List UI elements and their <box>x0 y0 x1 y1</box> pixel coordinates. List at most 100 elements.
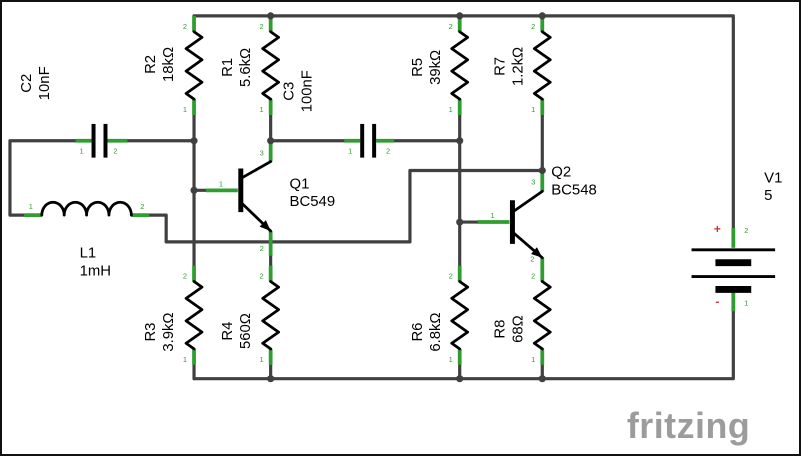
r7-zigzag <box>532 30 552 101</box>
junction-dot <box>538 166 546 175</box>
l1-pin1-number: 1 <box>29 202 33 211</box>
r4-designator: R4 <box>220 322 236 341</box>
v1-minus-sign: - <box>715 294 719 308</box>
q2-pin-collector-number: 3 <box>531 177 535 186</box>
l1-pin2-number: 2 <box>140 202 144 211</box>
capacitor-c2[interactable]: C2 10nF 1 2 <box>19 66 128 158</box>
inductor-l1[interactable]: L1 1mH 1 2 <box>23 200 150 280</box>
v1-value: 5 <box>764 188 772 204</box>
q1-pin-base-number: 1 <box>219 179 223 188</box>
r5-designator: R5 <box>410 58 426 77</box>
r5-pin-bottom-number: 1 <box>449 105 453 114</box>
battery-v1[interactable]: V1 5 + - 2 1 <box>691 170 783 312</box>
resistor-r1[interactable]: R1 5.6kΩ 2 1 <box>220 15 281 115</box>
q1-designator: Q1 <box>290 176 310 192</box>
resistor-r5[interactable]: R5 39kΩ 2 1 <box>410 15 470 115</box>
r1-pin-bottom-number: 1 <box>260 105 264 114</box>
junction-dot <box>190 186 198 194</box>
r3-zigzag <box>184 280 204 351</box>
junction-dot <box>456 137 464 145</box>
r5-value: 39kΩ <box>428 50 444 85</box>
q2-designator: Q2 <box>551 164 571 180</box>
wires <box>8 14 735 381</box>
q1-value: BC549 <box>290 194 336 210</box>
c3-pin2-number: 2 <box>386 147 390 156</box>
wire-top-rail[interactable] <box>192 14 735 230</box>
transistor-q1[interactable]: Q1 BC549 1 3 2 <box>205 140 336 256</box>
junction-dot <box>267 375 275 383</box>
resistor-r7[interactable]: R7 1.2kΩ 2 1 <box>492 15 552 115</box>
junction-dot <box>190 137 198 145</box>
r5-zigzag <box>450 30 470 101</box>
resistor-r2[interactable]: R2 18kΩ 2 1 <box>143 15 204 115</box>
r6-pin-top-number: 2 <box>449 272 453 281</box>
r6-pin-bottom-number: 1 <box>449 355 453 364</box>
r8-pin-top-number: 2 <box>531 272 535 281</box>
r7-designator: R7 <box>492 57 508 76</box>
r8-value: 68Ω <box>510 315 526 343</box>
q1-pin-emitter-number: 2 <box>260 244 264 253</box>
resistor-r8[interactable]: R8 68Ω 2 1 <box>492 257 552 365</box>
q2-value: BC548 <box>551 182 597 198</box>
r2-value: 18kΩ <box>161 47 177 82</box>
c2-value: 10nF <box>37 66 53 100</box>
r7-value: 1.2kΩ <box>510 47 526 86</box>
r4-pin-bottom-number: 1 <box>260 355 264 364</box>
resistor-r4[interactable]: R4 560Ω 2 1 <box>220 265 281 365</box>
junction-dots <box>190 12 546 383</box>
junction-dot <box>538 12 546 20</box>
v1-plus-sign: + <box>714 222 721 236</box>
r8-zigzag <box>532 280 552 351</box>
c2-pin2-number: 2 <box>113 147 117 156</box>
r3-pin-top-number: 2 <box>183 272 187 281</box>
r2-pin-top-number: 2 <box>183 22 187 31</box>
c2-pin1-number: 1 <box>80 147 84 156</box>
r2-designator: R2 <box>143 55 159 74</box>
r8-pin-bottom-number: 1 <box>531 355 535 364</box>
transistor-q2[interactable]: Q2 BC548 1 3 2 <box>477 164 597 264</box>
resistor-r3[interactable]: R3 3.9kΩ 2 1 <box>143 265 204 365</box>
junction-dot <box>267 137 275 145</box>
r1-value: 5.6kΩ <box>238 48 254 87</box>
r3-pin-bottom-number: 1 <box>183 355 187 364</box>
wire-bottom-rail[interactable] <box>192 309 735 381</box>
c3-value: 100nF <box>299 70 315 112</box>
v1-pin-neg-number: 1 <box>744 298 748 307</box>
r1-designator: R1 <box>220 58 236 77</box>
v1-pin-pos-number: 2 <box>744 226 748 235</box>
r1-pin-top-number: 2 <box>260 22 264 31</box>
r2-zigzag <box>184 30 204 101</box>
r4-value: 560Ω <box>238 313 254 349</box>
l1-value: 1mH <box>80 264 111 280</box>
junction-dot <box>267 12 275 20</box>
q1-collector-lead <box>239 160 273 180</box>
l1-designator: L1 <box>80 246 97 262</box>
q2-collector-lead <box>511 189 544 214</box>
r5-pin-top-number: 2 <box>449 22 453 31</box>
c3-pin1-number: 1 <box>348 147 352 156</box>
r6-designator: R6 <box>410 323 426 342</box>
q1-emitter-arrow <box>259 220 271 231</box>
wire-feedback[interactable] <box>147 168 544 244</box>
r6-value: 6.8kΩ <box>428 312 444 351</box>
resistor-r6[interactable]: R6 6.8kΩ 2 1 <box>410 265 470 365</box>
capacitor-c3[interactable]: C3 100nF 1 2 <box>282 70 395 158</box>
q2-emitter-arrow <box>531 247 543 258</box>
l1-coils <box>40 200 133 217</box>
r7-pin-top-number: 2 <box>531 22 535 31</box>
v1-designator: V1 <box>764 170 782 186</box>
q1-pin-collector-number: 3 <box>260 149 264 158</box>
wire-r1-to-c3[interactable] <box>269 113 346 143</box>
q2-pin-base-number: 1 <box>490 211 494 220</box>
r4-zigzag <box>261 280 281 351</box>
r1-zigzag <box>261 30 281 101</box>
junction-dot <box>456 375 464 383</box>
r3-value: 3.9kΩ <box>161 312 177 351</box>
wire-c2-to-l1[interactable] <box>8 139 78 217</box>
junction-dot <box>456 12 464 20</box>
r2-pin-bottom-number: 1 <box>183 105 187 114</box>
c2-designator: C2 <box>19 74 35 93</box>
r4-pin-top-number: 2 <box>260 272 264 281</box>
